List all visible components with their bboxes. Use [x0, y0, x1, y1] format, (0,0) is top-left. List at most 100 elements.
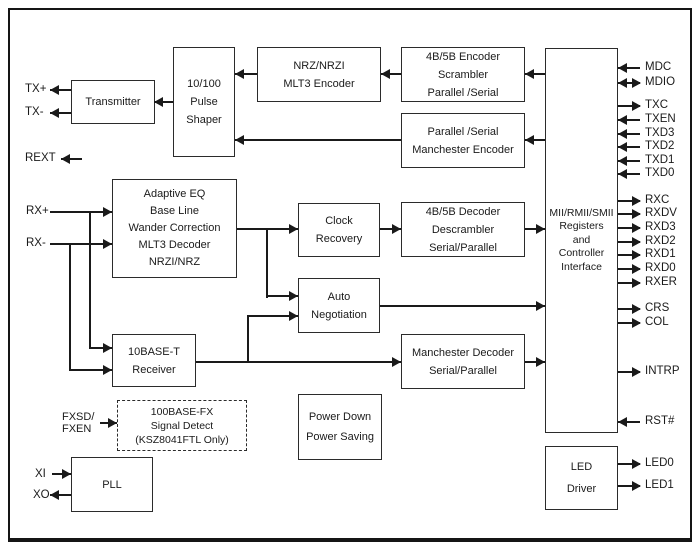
pin-label-txm: TX- [25, 106, 44, 118]
pin-label-rst: RST# [645, 415, 675, 427]
arrow-right-icon [632, 367, 641, 377]
block-mii-line3: and [572, 233, 591, 246]
pin-label-fxsd: FXSD/ [62, 411, 95, 423]
pin-wire-rxer [618, 282, 640, 284]
block-clock-recovery-line1: Clock [325, 215, 353, 227]
block-10baset-line1: 10BASE-T [128, 345, 180, 358]
wire-txm [50, 112, 71, 114]
arrow-left-icon [381, 69, 390, 79]
pin-label-rxd0: RXD0 [645, 262, 676, 274]
arrow-left-icon [618, 63, 627, 73]
wire-manchester-decoder-to-mii [525, 361, 545, 363]
arrow-right-icon [103, 365, 112, 375]
block-auto-negotiation-line2: Negotiation [311, 308, 367, 321]
wire-nrz-to-pulse-shaper [235, 73, 257, 75]
wire-10baset-to-autoneg [247, 315, 298, 317]
pin-wire-rxd0 [618, 268, 640, 270]
arrow-left-icon [618, 417, 627, 427]
wire-mii-to-manchester-encoder [525, 139, 545, 141]
pin-wire-intrp [618, 371, 640, 373]
arrow-right-icon [103, 239, 112, 249]
arrow-left-icon [50, 108, 59, 118]
wire-rxm-branch-vertical [69, 243, 71, 371]
pin-wire-rxdv [618, 213, 640, 215]
block-4b5b-decoder-line3: Serial/Parallel [429, 241, 497, 254]
pin-label-txd3: TXD3 [645, 127, 675, 139]
pin-label-intrp: INTRP [645, 365, 680, 377]
arrow-right-icon [536, 357, 545, 367]
block-nrz-mlt3-encoder: NRZ/NRZI MLT3 Encoder [257, 47, 381, 102]
arrow-right-icon [632, 196, 641, 206]
block-4b5b-decoder-line2: Descrambler [431, 223, 495, 236]
wire-rxp-to-10baset [89, 347, 112, 349]
block-adaptive-eq-line4: MLT3 Decoder [138, 239, 211, 251]
block-power-line2: Power Saving [306, 431, 374, 443]
block-power-line1: Power Down [308, 411, 372, 423]
wire-4b5b-encoder-to-nrz [381, 73, 401, 75]
wire-4b5b-decoder-to-mii [525, 228, 545, 230]
arrow-left-icon [618, 156, 627, 166]
pin-wire-txd1 [618, 160, 640, 162]
wire-rxp-branch-vertical [89, 211, 91, 349]
pin-label-txd1: TXD1 [645, 154, 675, 166]
wire-clock-recovery-to-4b5b-decoder [380, 228, 401, 230]
wire-rxp [50, 211, 112, 213]
block-signal-detect-line3: (KSZ8041FTL Only) [135, 433, 229, 446]
block-auto-negotiation-line1: Auto [327, 290, 351, 303]
arrow-left-icon [525, 69, 534, 79]
wire-adaptiveeq-branch-vertical [266, 228, 268, 298]
pin-label-col: COL [645, 316, 669, 328]
block-mii-line2: Registers [559, 220, 604, 233]
arrow-left-icon [525, 135, 534, 145]
pin-label-txc: TXC [645, 99, 668, 111]
block-led-driver-line1: LED [570, 461, 593, 473]
block-pll: PLL [71, 457, 153, 512]
pin-label-led1: LED1 [645, 479, 674, 491]
pin-label-rext: REXT [25, 152, 56, 164]
pin-label-rxd3: RXD3 [645, 221, 676, 233]
block-power-down-saving: Power Down Power Saving [298, 394, 382, 460]
block-manchester-encoder-line2: Manchester Encoder [412, 143, 514, 156]
arrow-right-icon [632, 237, 641, 247]
pin-label-led0: LED0 [645, 457, 674, 469]
pin-label-rxp: RX+ [26, 205, 49, 217]
block-pulse-shaper-line3: Shaper [186, 114, 222, 126]
pin-label-xo: XO [33, 489, 50, 501]
pin-label-mdc: MDC [645, 61, 672, 73]
block-transmitter-label: Transmitter [85, 96, 141, 108]
block-manchester-decoder: Manchester Decoder Serial/Parallel [401, 334, 525, 389]
arrow-right-icon [632, 250, 641, 260]
arrow-right-icon [536, 224, 545, 234]
pin-wire-rxd1 [618, 254, 640, 256]
pin-label-txp: TX+ [25, 83, 47, 95]
pin-wire-mdc [618, 67, 640, 69]
block-10baset-receiver: 10BASE-T Receiver [112, 334, 196, 387]
block-mii-line1: MII/RMII/SMII [549, 206, 614, 219]
block-mii-interface: MII/RMII/SMII Registers and Controller I… [545, 48, 618, 433]
arrow-left-icon [235, 69, 244, 79]
arrow-right-icon [103, 343, 112, 353]
block-signal-detect-line1: 100BASE-FX [150, 405, 214, 418]
arrow-right-icon [62, 469, 71, 479]
arrow-right-icon [392, 224, 401, 234]
wire-rxm [50, 243, 112, 245]
wire-10baset-branch-vertical [247, 315, 249, 363]
arrow-left-icon [618, 169, 627, 179]
pin-wire-mdio [618, 82, 640, 84]
arrow-right-icon [108, 418, 117, 428]
arrow-right-icon [536, 301, 545, 311]
pin-label-rxc: RXC [645, 194, 670, 206]
block-manchester-decoder-line2: Serial/Parallel [429, 364, 497, 377]
arrow-right-icon [632, 78, 641, 88]
block-auto-negotiation: Auto Negotiation [298, 278, 380, 333]
pin-wire-rxd2 [618, 241, 640, 243]
wire-xi-to-pll [52, 473, 71, 475]
pin-wire-crs [618, 308, 640, 310]
block-signal-detect-line2: Signal Detect [150, 419, 214, 432]
arrow-left-icon [618, 142, 627, 152]
arrow-left-icon [618, 115, 627, 125]
block-mii-line4: Controller [558, 247, 605, 260]
wire-adaptiveeq-to-autoneg [266, 295, 298, 297]
block-manchester-encoder-line1: Parallel /Serial [427, 125, 499, 138]
